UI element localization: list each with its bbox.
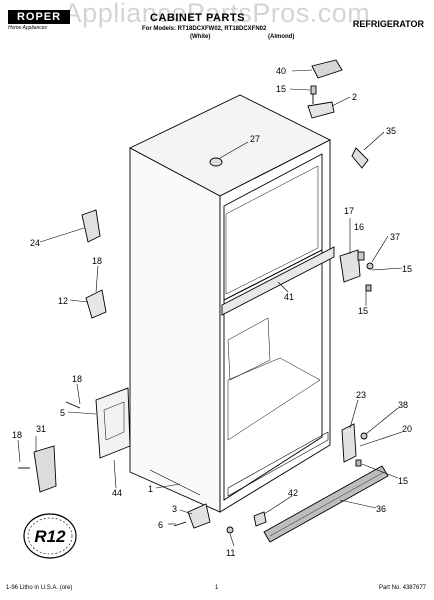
leader-lines [17,69,403,547]
side-cover-panel [95,387,131,459]
leveling-bracket [187,503,211,529]
bracket-twelve [85,289,107,319]
callout-label: 20 [402,424,412,434]
top-hinge [307,101,335,119]
hinge-washer [366,262,374,270]
trim-cover [33,445,57,493]
callout-label: 42 [288,488,298,498]
callout-label: 18 [12,430,22,440]
bottom-washer [360,432,368,440]
callout-label: 3 [172,504,177,514]
callout-label: 1 [148,484,153,494]
bracket-screw [173,521,187,527]
bottom-hinge [341,423,357,463]
center-hinge [339,249,361,283]
model-list: For Models: RT18DCXFW02, RT18DCXFN02 [142,26,267,32]
callout-label: 6 [158,520,163,530]
callout-label: 27 [250,134,260,144]
brand-logo: ROPER Home Appliances [8,10,70,32]
callout-label: 11 [226,548,235,558]
variant-almond: (Almond) [268,34,295,40]
callout-label: 37 [390,232,400,242]
callout-label: 15 [358,306,368,316]
brand-subtitle: Home Appliances [8,25,48,31]
callout-label: 23 [356,390,366,400]
callout-label: 31 [36,424,46,434]
part-number: Part No. 4387677 [378,585,426,591]
bottom-screw [355,459,362,467]
callout-label: 16 [354,222,364,232]
callout-label: 24 [30,238,40,248]
callout-label: 17 [344,206,354,216]
screw-top [310,85,317,104]
callout-label: 41 [284,292,294,302]
cabinet-body [129,94,335,513]
r12-badge-text: R12 [34,527,66,546]
hinge-cover [311,59,343,79]
grille-clip [253,511,267,527]
hinge-screw [365,284,372,292]
callout-label: 38 [398,400,408,410]
callout-label: 44 [112,488,122,498]
screw-left-mid [65,401,81,409]
page-number: 1 [215,585,219,591]
print-info: 1-96 Litho in U.S.A. (ore) [6,585,73,591]
callout-label: 18 [72,374,82,384]
hinge-pin [351,147,369,169]
brand-name: ROPER [8,10,70,24]
callout-label: 15 [402,264,412,274]
cabinet-plug [209,157,223,167]
callout-label: 35 [386,126,396,136]
page-header: ROPER Home Appliances CABINET PARTS For … [0,0,434,48]
callout-label: 15 [276,84,286,94]
callout-labels: 40 15 2 27 35 24 17 16 37 18 15 12 41 15… [12,66,412,558]
callout-label: 40 [276,66,286,76]
leveling-leg [226,526,234,534]
page-title: CABINET PARTS [150,12,245,24]
toe-grille [263,465,389,543]
hinge-spacer [357,251,365,261]
callout-label: 18 [92,256,102,266]
callout-label: 2 [352,92,357,102]
r12-badge [23,513,77,559]
door-stop-bracket [81,209,101,243]
callout-label: 12 [58,296,68,306]
exploded-parts-diagram: 40 15 2 27 35 24 17 16 37 18 15 12 41 15… [12,59,412,559]
variant-white: (White) [190,34,211,40]
callout-label: 5 [60,408,65,418]
category-label: REFRIGERATOR [352,19,424,29]
callout-label: 15 [398,476,408,486]
callout-label: 36 [376,504,386,514]
